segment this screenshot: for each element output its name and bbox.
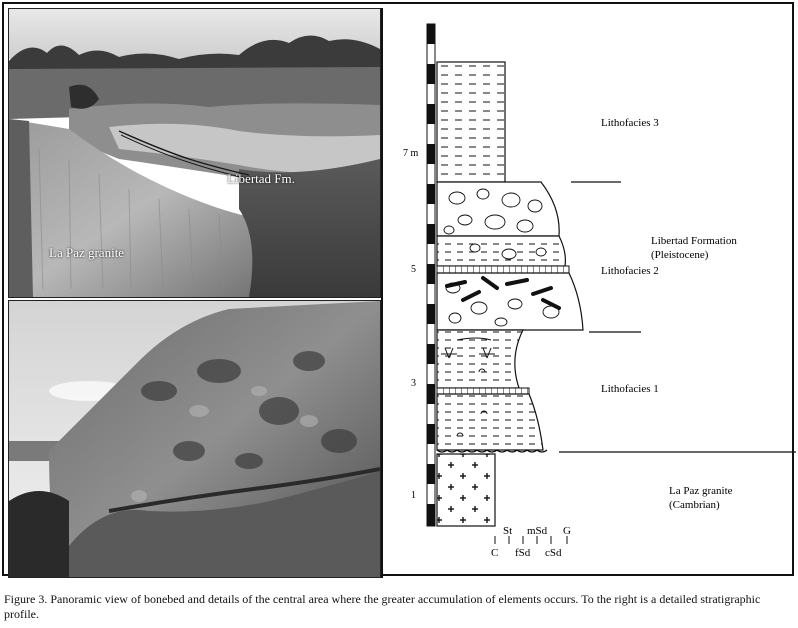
grain-size-ticks: [494, 536, 568, 544]
granite-bed: [436, 453, 496, 527]
lithofacies-2-label: Lithofacies 2: [601, 265, 659, 277]
la-paz-granite-photo-label: La Paz granite: [49, 245, 125, 260]
libertad-formation-label: Libertad Formation: [651, 235, 737, 247]
grain-csd-label: cSd: [545, 547, 562, 559]
scale-tick-7m: 7 m: [403, 148, 419, 159]
figure-frame: Libertad Fm. La Paz granite: [2, 2, 796, 578]
lithofacies-1-lower-bed: [436, 393, 544, 451]
lithofacies-1-label: Lithofacies 1: [601, 383, 659, 395]
pleistocene-label: (Pleistocene): [651, 249, 709, 261]
libertad-fm-label: Libertad Fm.: [227, 171, 295, 186]
grain-st-label: St: [503, 525, 512, 537]
lithofacies-1-upper-bed: [436, 329, 524, 389]
scale-tick-3: 3: [411, 378, 416, 389]
cambrian-label: (Cambrian): [669, 499, 720, 511]
scale-tick-5: 5: [411, 264, 416, 275]
stratigraphic-profile: 7 m 5 3 1: [383, 8, 796, 578]
lithofacies-3-bed: [436, 61, 506, 183]
detail-photo: [8, 300, 381, 578]
bone-elements: [445, 276, 561, 310]
scale-bar: [426, 23, 436, 527]
lithofacies-3-label: Lithofacies 3: [601, 117, 659, 129]
scale-tick-1: 1: [411, 490, 416, 501]
la-paz-granite-label: La Paz granite: [669, 485, 733, 497]
erosive-contact: [436, 449, 548, 453]
panel-divider: [381, 8, 383, 578]
figure-caption: Figure 3. Panoramic view of bonebed and …: [4, 592, 761, 621]
grain-fsd-label: fSd: [515, 547, 531, 559]
stratigraphic-column: 7 m 5 3 1: [403, 23, 796, 559]
panoramic-photo: Libertad Fm. La Paz granite: [8, 8, 381, 298]
unit-boundaries: [559, 181, 796, 453]
grain-msd-label: mSd: [527, 525, 548, 537]
grain-c-label: C: [491, 547, 498, 559]
grain-g-label: G: [563, 525, 571, 537]
panoramic-photo-image: [9, 9, 380, 297]
calcrete-band-upper: [436, 265, 570, 274]
detail-photo-image: [9, 301, 380, 577]
calcrete-band-lower: [436, 387, 530, 395]
